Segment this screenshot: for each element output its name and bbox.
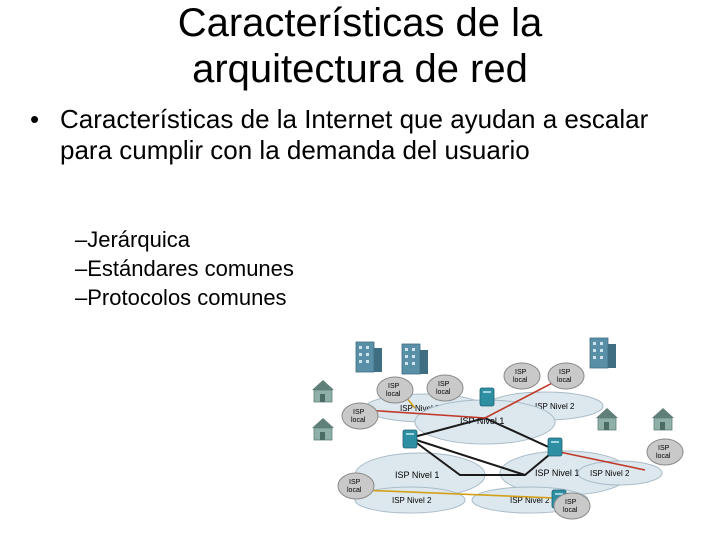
sub-item-jerarquica: –Jerárquica	[75, 227, 190, 252]
svg-text:local: local	[656, 453, 671, 460]
svg-text:ISP Nivel 1: ISP Nivel 1	[395, 470, 439, 480]
bullet-text: Características de la Internet que ayuda…	[60, 104, 649, 165]
sub-item-estandares: –Estándares comunes	[75, 256, 294, 281]
title-line-2: arquitectura de red	[192, 47, 528, 91]
local-isp-top-4: ISP local	[547, 362, 585, 390]
svg-text:ISP Nivel 1: ISP Nivel 1	[460, 416, 504, 426]
slide-title: Características de la arquitectura de re…	[0, 0, 720, 92]
svg-text:ISP Nivel 2: ISP Nivel 2	[400, 404, 440, 413]
svg-text:ISP: ISP	[438, 381, 450, 388]
svg-text:local: local	[436, 389, 451, 396]
router-icon	[547, 437, 563, 457]
svg-text:ISP: ISP	[565, 499, 577, 506]
internet-hierarchy-diagram: ISP Nivel 2 ISP Nivel 2 ISP Nivel 1 ISP …	[311, 337, 684, 520]
local-isp-top-2: ISP local	[426, 374, 464, 402]
local-isp-right-1: ISP local	[646, 438, 684, 466]
svg-text:ISP: ISP	[515, 369, 527, 376]
local-isp-left-1: ISP local	[341, 402, 379, 430]
house-icon	[311, 379, 335, 403]
cloud-isp-nivel-2-right: ISP Nivel 2	[577, 460, 663, 486]
building-icon	[401, 343, 429, 375]
house-icon	[651, 407, 675, 431]
building-icon	[589, 337, 617, 369]
svg-text:ISP Nivel 2: ISP Nivel 2	[590, 469, 630, 478]
sub-item-protocolos: –Protocolos comunes	[75, 285, 287, 310]
svg-text:local: local	[563, 507, 578, 514]
svg-text:ISP: ISP	[658, 445, 670, 452]
local-isp-top-1: ISP local	[376, 376, 414, 404]
svg-text:local: local	[513, 377, 528, 384]
house-icon	[311, 417, 335, 441]
router-icon	[402, 429, 418, 449]
sub-bullet-list: –Jerárquica –Estándares comunes –Protoco…	[75, 225, 294, 312]
svg-text:ISP Nivel 2: ISP Nivel 2	[392, 496, 432, 505]
local-isp-bottom-1: ISP local	[553, 492, 591, 520]
svg-text:ISP Nivel 2: ISP Nivel 2	[510, 496, 550, 505]
svg-text:local: local	[351, 417, 366, 424]
svg-text:ISP: ISP	[353, 409, 365, 416]
svg-text:local: local	[386, 391, 401, 398]
local-isp-top-3: ISP local	[503, 362, 541, 390]
svg-text:ISP Nivel 2: ISP Nivel 2	[535, 402, 575, 411]
cloud-isp-nivel-1-top: ISP Nivel 1	[414, 399, 556, 445]
building-icon	[355, 341, 383, 373]
local-isp-left-2: ISP local	[337, 472, 375, 500]
tier2-links	[364, 377, 646, 471]
main-bullet: • Características de la Internet que ayu…	[30, 104, 690, 166]
svg-text:ISP: ISP	[388, 383, 400, 390]
svg-text:local: local	[557, 377, 572, 384]
title-line-1: Características de la	[177, 1, 543, 45]
svg-text:ISP: ISP	[559, 369, 571, 376]
bullet-dot-icon: •	[30, 104, 40, 134]
router-icon	[479, 387, 495, 407]
tier1-links	[409, 416, 557, 476]
svg-text:ISP: ISP	[349, 479, 361, 486]
svg-text:local: local	[347, 487, 362, 494]
svg-text:ISP Nivel 1: ISP Nivel 1	[535, 468, 579, 478]
